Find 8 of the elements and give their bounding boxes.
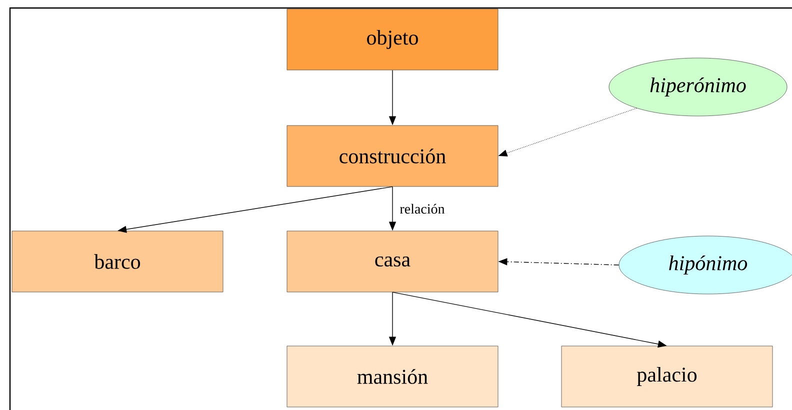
concept-box: barco	[12, 230, 224, 292]
concept-box: palacio	[561, 346, 773, 408]
concept-box: casa	[286, 230, 498, 292]
concept-box: objeto	[286, 8, 498, 70]
concept-box: mansión	[286, 346, 498, 408]
arrow	[498, 108, 637, 156]
concept-box: construcción	[286, 125, 498, 187]
edge-label: relación	[398, 202, 446, 215]
